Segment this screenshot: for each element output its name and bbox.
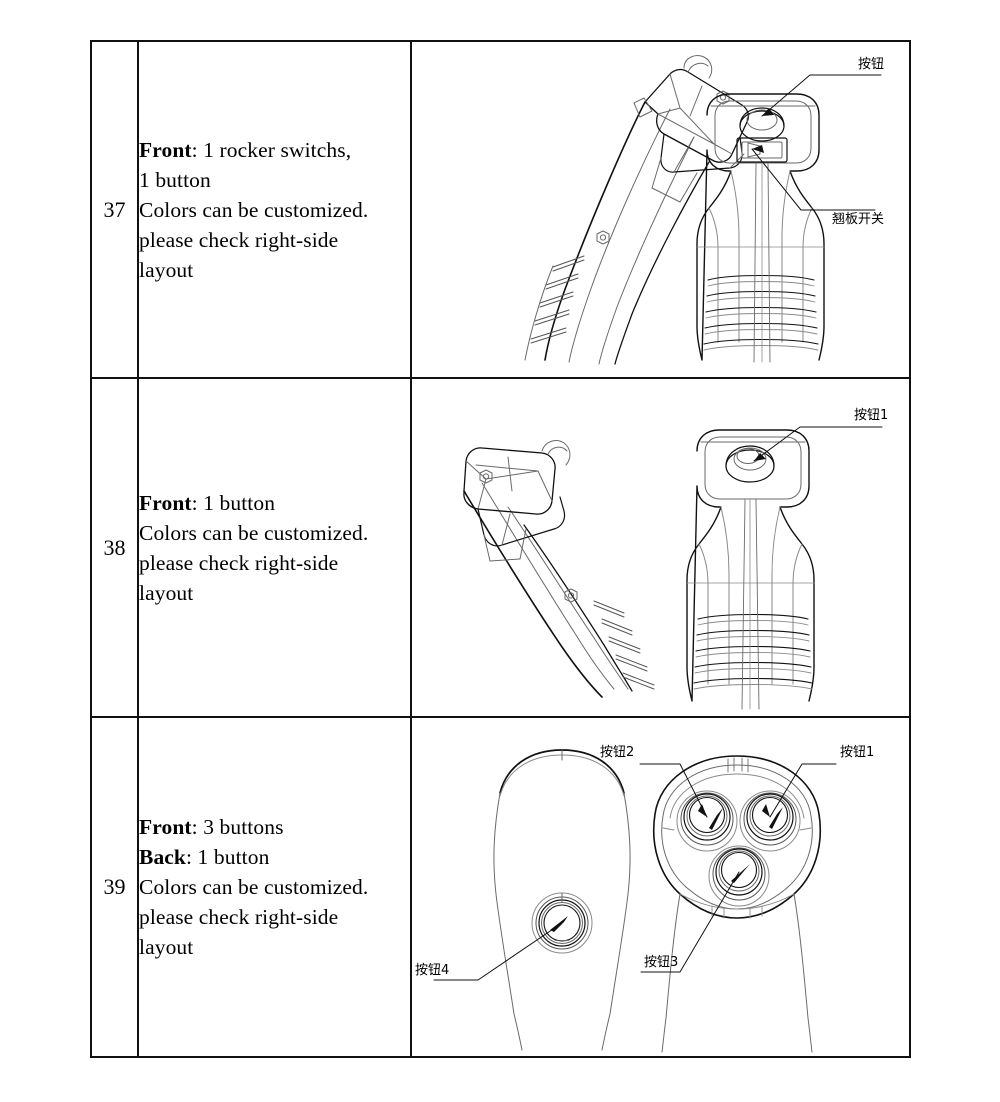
callout-label-button-4: 按钮4 [415, 963, 449, 978]
side-view-grip-handle [524, 55, 749, 365]
row-number-cell: 37 [90, 40, 139, 379]
technical-drawing-37: 按钮 翘板开关 [412, 42, 909, 377]
technical-drawing-39: 按钮2 按钮1 按钮3 按钮4 [412, 718, 909, 1056]
description-text: Front: 1 button Colors can be customized… [139, 488, 410, 608]
row-number-cell: 39 [90, 716, 139, 1058]
description-text: Front: 1 rocker switchs, 1 button Colors… [139, 135, 410, 285]
description-line-text: please check right-side [139, 905, 339, 929]
row-drawing-cell: 按钮 翘板开关 [410, 40, 911, 379]
table-row: 38 Front: 1 button Colors can be customi… [90, 377, 911, 718]
technical-drawing-38: 按钮1 [412, 379, 909, 716]
row-drawing-cell: 按钮2 按钮1 按钮3 按钮4 [410, 716, 911, 1058]
description-line: 1 button [139, 165, 410, 195]
callout-leader-lines [751, 74, 882, 211]
row-description-cell: Front: 3 buttons Back: 1 button Colors c… [137, 716, 412, 1058]
row-description-cell: Front: 1 rocker switchs, 1 button Colors… [137, 40, 412, 379]
description-line-text: Colors can be customized. [139, 520, 369, 545]
description-bold-label: Front [139, 815, 192, 839]
description-line: please check right-side [139, 548, 410, 578]
round-button [739, 107, 785, 142]
callout-label-button-1: 按钮1 [840, 745, 874, 760]
round-button [739, 790, 801, 852]
description-line-text: : 1 button [186, 845, 270, 869]
callout-label-rocker-switch: 翘板开关 [832, 212, 884, 227]
round-button [708, 845, 770, 907]
table-row: 39 Front: 3 buttons Back: 1 button Color… [90, 716, 911, 1058]
description-line-text: please check right-side [139, 550, 339, 575]
specification-table: 37 Front: 1 rocker switchs, 1 button Col… [90, 40, 911, 1058]
description-line: Front: 1 rocker switchs, [139, 135, 410, 165]
description-line-text: : 1 button [191, 490, 276, 515]
back-view-joystick-knob [493, 749, 631, 1051]
description-line: Back: 1 button [139, 842, 410, 872]
description-bold-label: Front [139, 137, 192, 162]
front-view-grip-handle [696, 93, 825, 363]
callout-leader-lines [433, 763, 837, 981]
callout-label-button-2: 按钮2 [600, 745, 634, 760]
row-description-cell: Front: 1 button Colors can be customized… [137, 377, 412, 718]
description-line-text: layout [139, 935, 194, 959]
description-line: Colors can be customized. [139, 518, 410, 548]
description-line-text: Colors can be customized. [139, 875, 369, 899]
description-line: layout [139, 932, 410, 962]
description-line-text: please check right-side [139, 227, 339, 252]
callout-label-button-1: 按钮1 [854, 408, 888, 423]
description-line-text: Colors can be customized. [139, 197, 369, 222]
hex-screw-icon [596, 230, 610, 245]
side-view-grip-handle [463, 440, 655, 698]
hex-screw-icon [564, 588, 578, 603]
description-line: please check right-side [139, 902, 410, 932]
callout-label-button-3: 按钮3 [644, 955, 678, 970]
description-line: please check right-side [139, 225, 410, 255]
description-line-text: 1 button [139, 167, 211, 192]
description-line: Colors can be customized. [139, 872, 410, 902]
description-bold-label: Front [139, 490, 192, 515]
round-button [676, 790, 738, 852]
description-text: Front: 3 buttons Back: 1 button Colors c… [139, 812, 410, 962]
table-row: 37 Front: 1 rocker switchs, 1 button Col… [90, 40, 911, 379]
description-line: Front: 3 buttons [139, 812, 410, 842]
description-line-text: layout [139, 580, 194, 605]
row-drawing-cell: 按钮1 [410, 377, 911, 718]
description-line: layout [139, 255, 410, 285]
row-number-cell: 38 [90, 377, 139, 718]
description-line-text: layout [139, 257, 194, 282]
description-line: layout [139, 578, 410, 608]
description-line: Front: 1 button [139, 488, 410, 518]
front-view-joystick-knob [652, 755, 822, 1053]
callout-leader-lines [753, 426, 883, 462]
description-line-text: : 3 buttons [191, 815, 284, 839]
description-bold-label: Back [139, 845, 186, 869]
front-view-grip-handle [686, 429, 815, 710]
callout-label-button: 按钮 [858, 57, 884, 72]
description-line-text: : 1 rocker switchs, [191, 137, 352, 162]
hex-screw-icon [479, 469, 493, 484]
description-line: Colors can be customized. [139, 195, 410, 225]
